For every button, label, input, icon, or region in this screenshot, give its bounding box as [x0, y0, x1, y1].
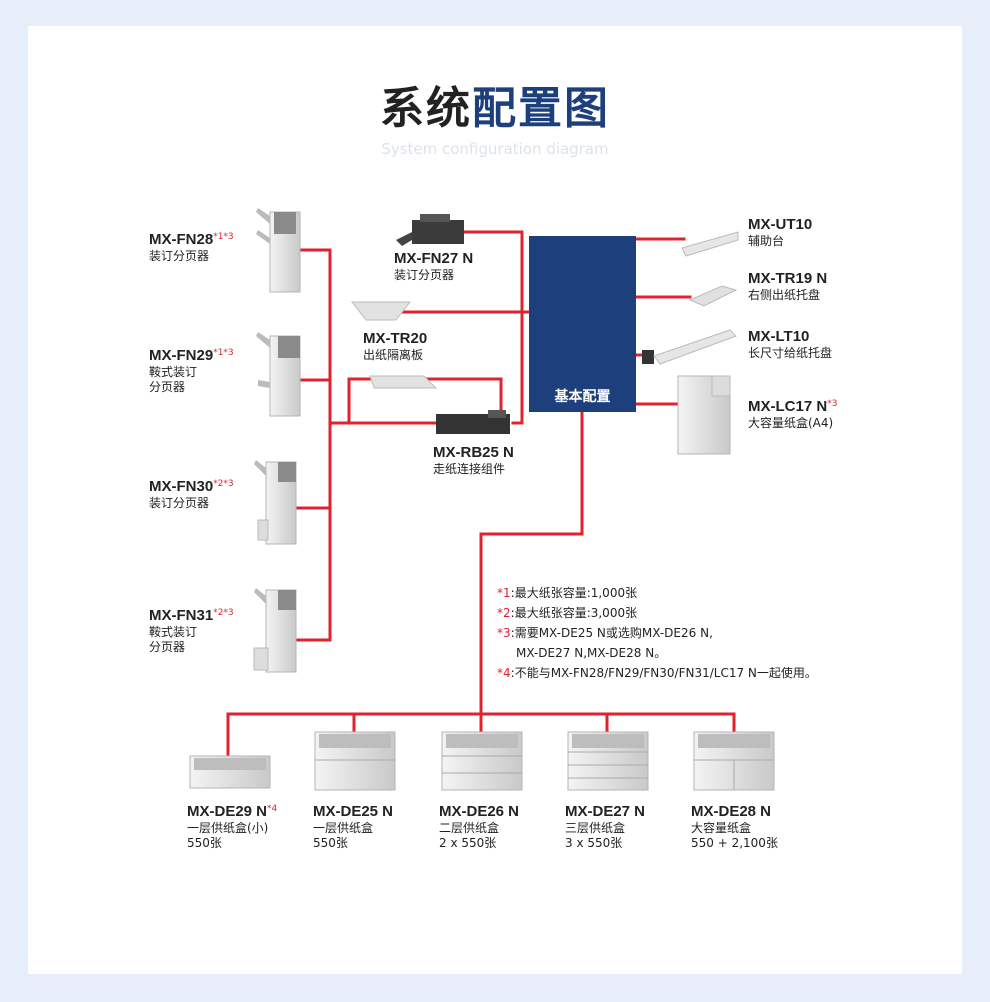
label-fn28: MX-FN28*1*3 装订分页器 [149, 231, 234, 263]
stand-de26-image [441, 731, 523, 791]
note-4: *4:不能与MX-FN28/FN29/FN30/FN31/LC17 N一起使用。 [497, 666, 817, 680]
tray-tr19-image [688, 285, 738, 307]
cassette-lc17-image [677, 375, 731, 455]
tray-tr20-image [350, 301, 412, 321]
base-config-label: 基本配置 [554, 389, 611, 405]
label-tr19: MX-TR19 N 右侧出纸托盘 [748, 270, 828, 302]
finisher-fn27-image [396, 214, 464, 246]
label-lt10: MX-LT10 长尺寸给纸托盘 [748, 328, 833, 360]
label-rb25: MX-RB25 N 走纸连接组件 [433, 444, 514, 476]
stand-de28-image [693, 731, 775, 791]
label-ut10: MX-UT10 辅助台 [748, 216, 813, 248]
page-subtitle: System configuration diagram [381, 140, 609, 158]
label-de25: MX-DE25 N 一层供纸盒 550张 [313, 803, 394, 850]
footnotes: *1:最大纸张容量:1,000张 *2:最大纸张容量:3,000张 *3:需要M… [497, 583, 817, 683]
label-tr20: MX-TR20 出纸隔离板 [363, 330, 428, 362]
label-fn29: MX-FN29*1*3 鞍式装订 分页器 [149, 347, 234, 394]
stand-de27-image [567, 731, 649, 791]
note-2: *2:最大纸张容量:3,000张 [497, 606, 638, 620]
tray-lt10-image [642, 329, 737, 365]
note-3: *3:需要MX-DE25 N或选购MX-DE26 N, [497, 626, 713, 640]
path-unit-rb25-image [436, 410, 510, 434]
label-fn30: MX-FN30*2*3 装订分页器 [149, 478, 234, 510]
finisher-fn31-image [253, 588, 297, 673]
label-de29: MX-DE29 N*4 一层供纸盒(小) 550张 [187, 803, 278, 850]
label-fn31: MX-FN31*2*3 鞍式装订 分页器 [149, 607, 234, 654]
label-de27: MX-DE27 N 三层供纸盒 3 x 550张 [565, 803, 646, 850]
finisher-fn29-image [256, 332, 301, 417]
page-title: 系统配置图 [380, 83, 610, 134]
connector-to-stands [479, 410, 584, 716]
base-config-box: 基本配置 [529, 236, 636, 412]
label-de26: MX-DE26 N 二层供纸盒 2 x 550张 [439, 803, 520, 850]
label-de28: MX-DE28 N 大容量纸盒 550 + 2,100张 [691, 803, 778, 850]
stand-de29-image [189, 755, 271, 789]
content-panel [28, 26, 962, 974]
note-3-cont: MX-DE27 N,MX-DE28 N。 [516, 646, 667, 660]
label-lc17: MX-LC17 N*3 大容量纸盒(A4) [748, 398, 838, 430]
connector-fn27 [463, 230, 524, 425]
finisher-fn30-image [254, 460, 297, 545]
tray-separator-image [369, 375, 438, 389]
table-ut10-image [681, 231, 739, 257]
label-fn27: MX-FN27 N 装订分页器 [394, 250, 474, 282]
finisher-fn28-image [256, 208, 301, 293]
note-1: *1:最大纸张容量:1,000张 [497, 586, 638, 600]
stand-de25-image [314, 731, 396, 791]
